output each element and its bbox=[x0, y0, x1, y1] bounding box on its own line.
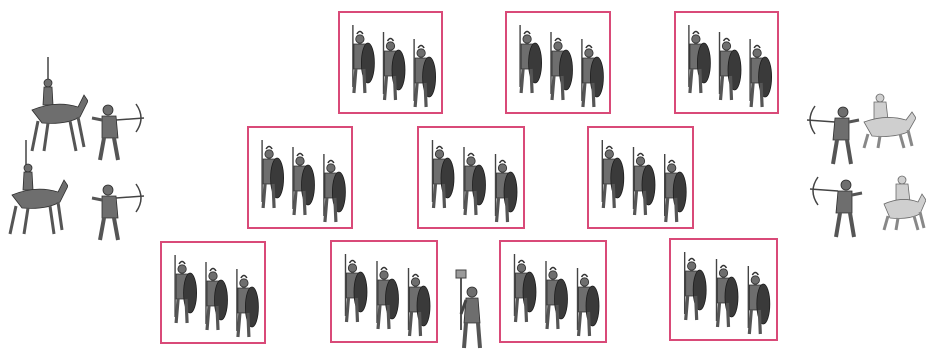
soldier-figure bbox=[494, 154, 518, 223]
maniple-unit bbox=[338, 11, 443, 114]
soldier-figure bbox=[550, 32, 573, 101]
soldier-group bbox=[519, 25, 604, 108]
soldier-figure bbox=[749, 39, 773, 108]
maniple-unit bbox=[669, 238, 778, 341]
soldier-figure bbox=[174, 255, 197, 324]
soldier-group bbox=[513, 254, 600, 337]
soldier-figure bbox=[413, 39, 437, 108]
soldier-figure bbox=[715, 259, 739, 328]
soldier-figure bbox=[352, 25, 375, 94]
archer-figure bbox=[91, 183, 145, 241]
archer-figure bbox=[809, 176, 863, 238]
maniple-unit bbox=[505, 11, 611, 114]
soldier-figure bbox=[431, 140, 455, 209]
soldier-group bbox=[431, 140, 518, 223]
maniple-unit bbox=[499, 240, 607, 343]
soldier-figure bbox=[513, 254, 537, 323]
soldier-figure bbox=[205, 262, 228, 331]
maniple-unit bbox=[330, 240, 438, 343]
maniple-unit bbox=[587, 126, 694, 229]
soldier-group bbox=[174, 255, 259, 338]
soldier-figure bbox=[344, 254, 368, 323]
soldier-group bbox=[683, 252, 771, 335]
soldier-figure bbox=[581, 39, 604, 108]
soldier-figure bbox=[718, 32, 742, 101]
soldier-figure bbox=[261, 140, 284, 209]
soldier-figure bbox=[382, 32, 406, 101]
maniple-unit bbox=[674, 11, 779, 114]
horseman-figure bbox=[8, 140, 68, 235]
soldier-figure bbox=[236, 269, 259, 338]
soldier-figure bbox=[376, 261, 399, 330]
soldier-figure bbox=[407, 268, 431, 337]
soldier-group bbox=[352, 25, 437, 108]
maniple-unit bbox=[417, 126, 525, 229]
horseman-figure bbox=[882, 175, 926, 231]
soldier-figure bbox=[601, 140, 625, 209]
soldier-figure bbox=[747, 266, 771, 335]
soldier-figure bbox=[632, 147, 656, 216]
soldier-group bbox=[344, 254, 431, 337]
soldier-figure bbox=[545, 261, 568, 330]
soldier-figure bbox=[683, 252, 707, 321]
horseman-figure bbox=[862, 93, 916, 149]
soldier-group bbox=[688, 25, 773, 108]
soldier-figure bbox=[323, 154, 346, 223]
horseman-figure bbox=[30, 57, 88, 152]
soldier-group bbox=[261, 140, 346, 223]
standard-bearer-figure bbox=[455, 269, 482, 349]
maniple-unit bbox=[247, 126, 353, 229]
archer-figure bbox=[806, 105, 860, 165]
soldier-figure bbox=[664, 154, 687, 223]
maniple-unit bbox=[160, 241, 266, 344]
soldier-figure bbox=[688, 25, 711, 94]
soldier-figure bbox=[576, 268, 600, 337]
soldier-group bbox=[601, 140, 687, 223]
archer-figure bbox=[91, 103, 145, 161]
soldier-figure bbox=[519, 25, 542, 94]
soldier-figure bbox=[463, 147, 486, 216]
soldier-figure bbox=[292, 147, 315, 216]
